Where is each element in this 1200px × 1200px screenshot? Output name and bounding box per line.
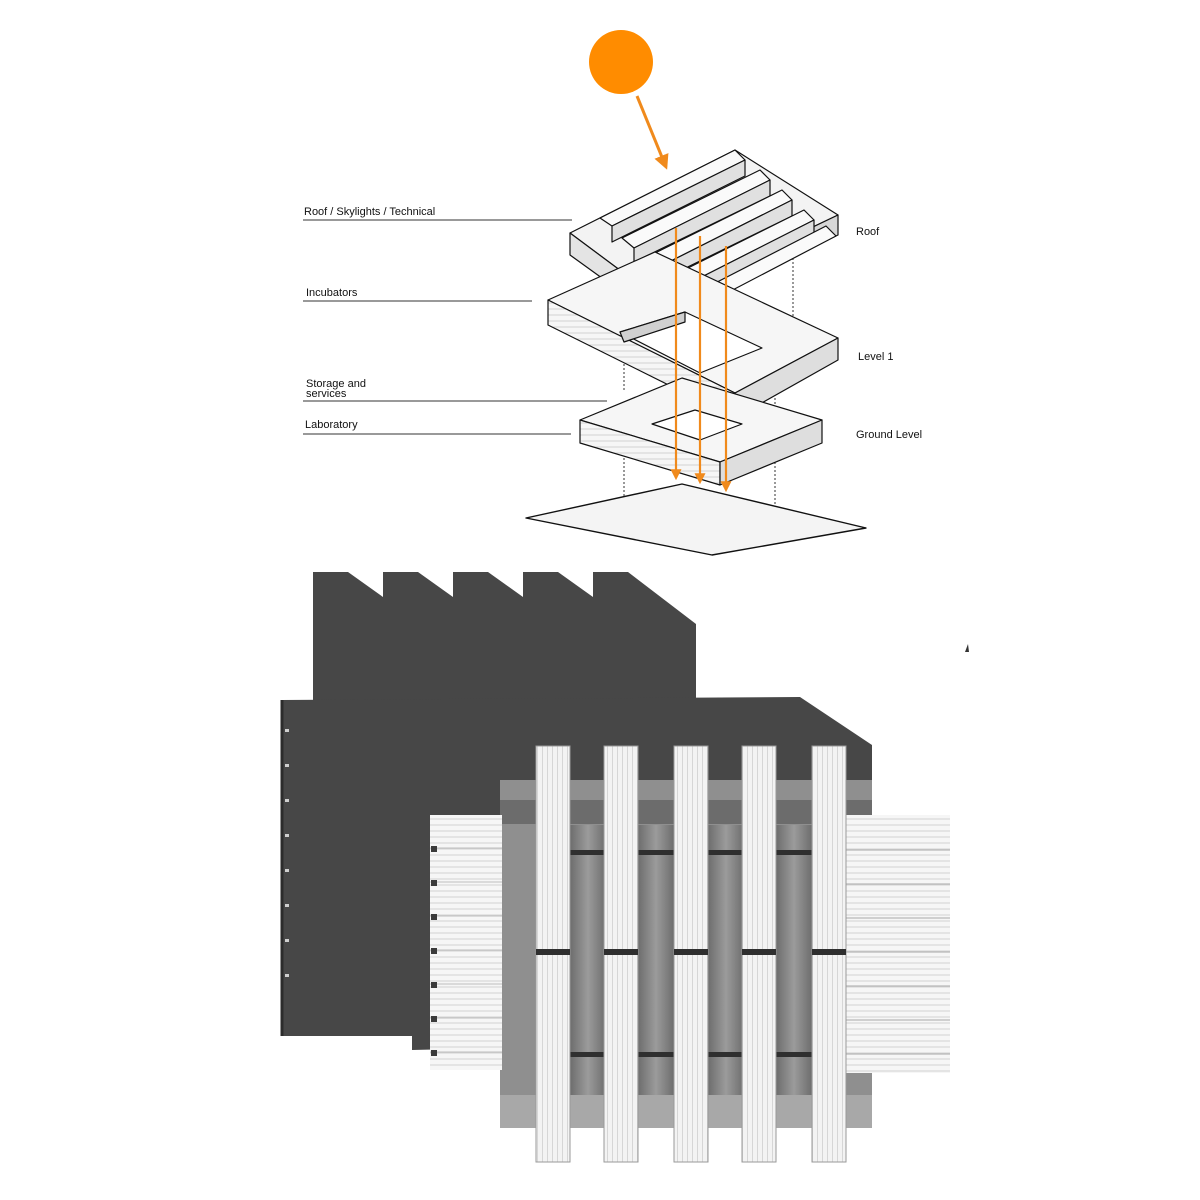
- sun-ray-arrow: [635, 95, 669, 170]
- sun-icon: [589, 30, 653, 94]
- base-plate: [525, 483, 867, 556]
- label-ground-level: Ground Level: [856, 429, 922, 441]
- label-roof: Roof: [856, 226, 880, 238]
- label-roof-skylights-technical: Roof / Skylights / Technical: [304, 206, 435, 218]
- label-storage-services-line2: services: [306, 388, 347, 400]
- left-edge-ticks: [285, 729, 289, 977]
- left-white-facade: [430, 815, 502, 1070]
- label-laboratory: Laboratory: [305, 419, 358, 431]
- courtyard-shafts: [570, 825, 812, 1095]
- label-incubators: Incubators: [306, 287, 358, 299]
- building-render: [280, 572, 969, 1163]
- light-shaft-arrows: [670, 228, 732, 493]
- left-leader-lines: [303, 219, 607, 435]
- label-storage-services-line1: Storage and: [306, 378, 366, 390]
- right-white-facade: [845, 815, 950, 1073]
- sawtooth-roof-mass: [313, 572, 696, 700]
- label-level-1: Level 1: [858, 351, 893, 363]
- roof-slab: [569, 149, 839, 321]
